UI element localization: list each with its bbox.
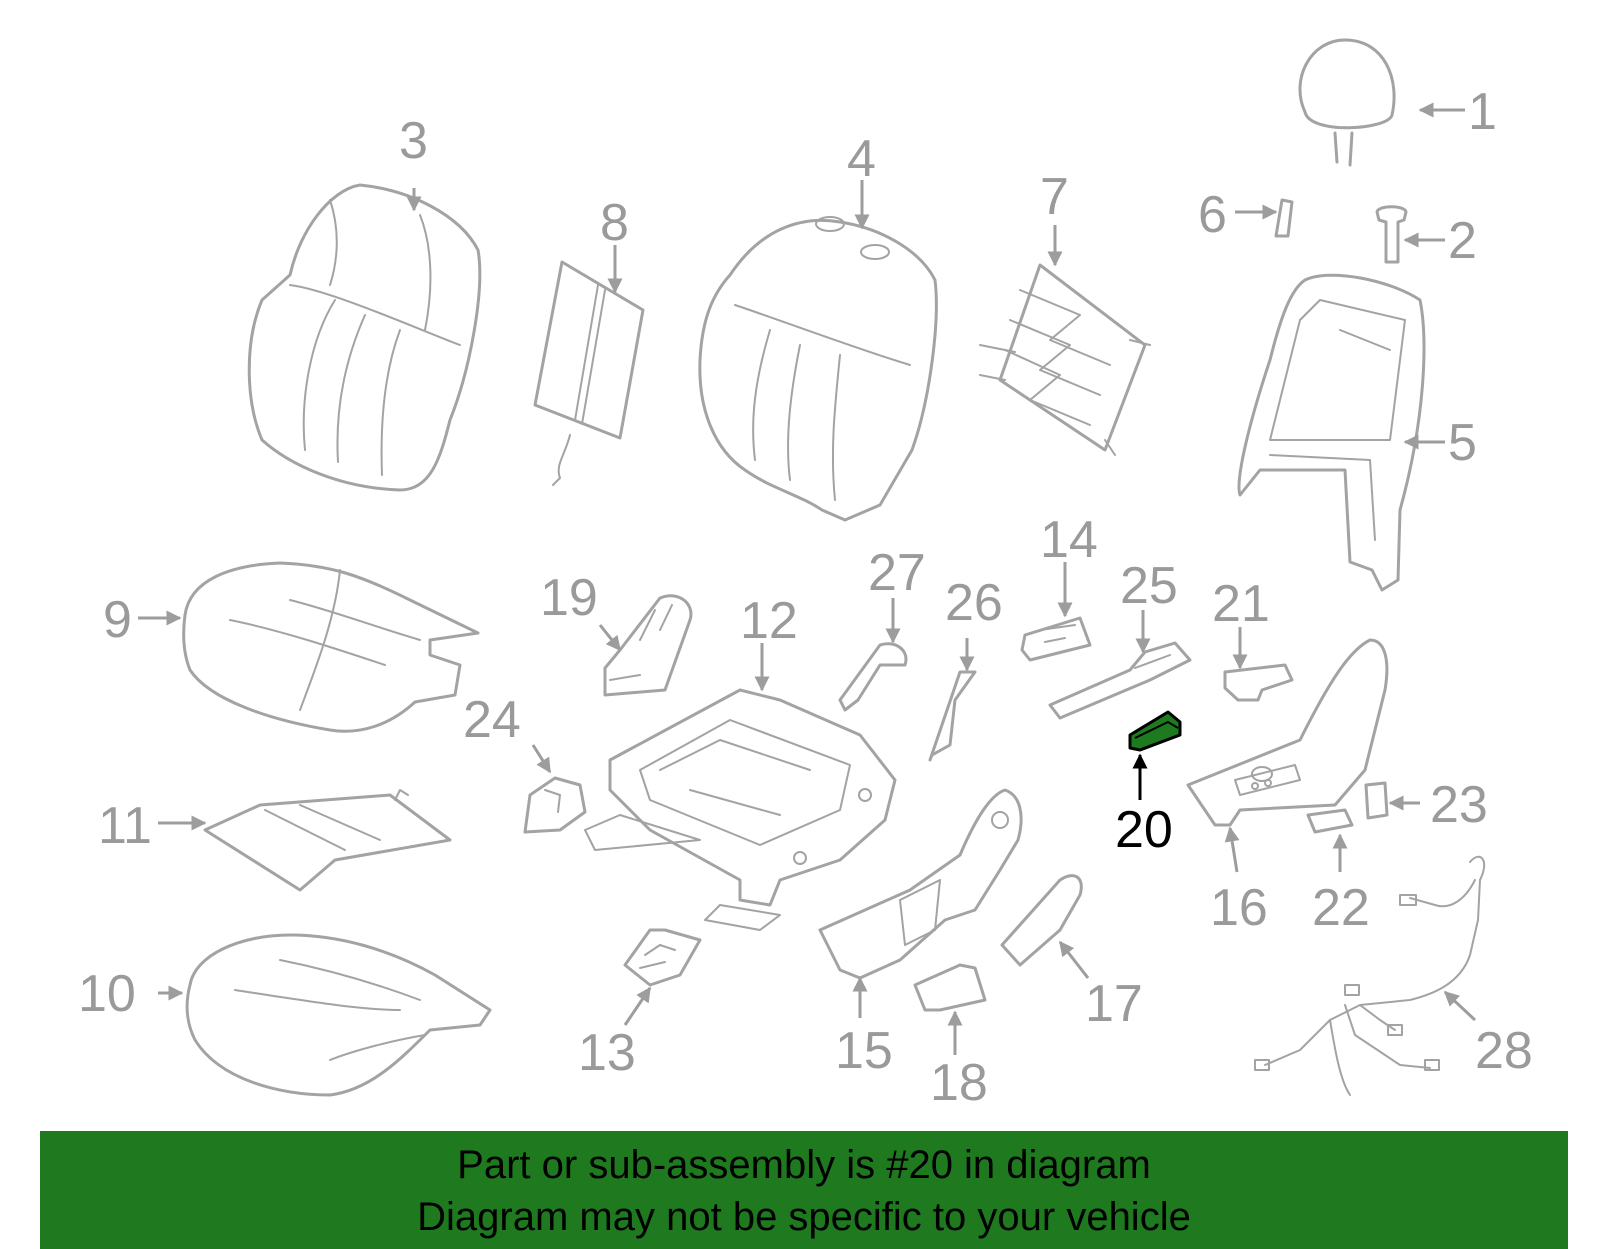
part-20-highlighted xyxy=(1128,710,1182,752)
callout-20: 20 xyxy=(1115,801,1173,859)
part-1-headrest xyxy=(1298,38,1396,167)
callout-1: 1 xyxy=(1468,83,1497,141)
callout-8: 8 xyxy=(600,194,629,252)
callout-28: 28 xyxy=(1475,1022,1533,1080)
callout-15: 15 xyxy=(835,1022,893,1080)
part-21-cover xyxy=(1223,663,1294,702)
part-7-spring-mat xyxy=(979,263,1151,456)
leader-lines xyxy=(138,102,1477,1055)
callout-numbers: 1 2 3 4 5 6 7 8 9 10 11 12 13 14 15 16 1… xyxy=(78,83,1533,1112)
callout-13: 13 xyxy=(578,1024,636,1082)
part-25-rail-cover xyxy=(1048,641,1192,720)
callout-25: 25 xyxy=(1120,557,1178,615)
callout-17: 17 xyxy=(1085,975,1143,1033)
callout-3: 3 xyxy=(399,112,428,170)
part-17-cover xyxy=(1000,874,1083,967)
part-4-seatback-pad xyxy=(698,216,938,522)
part-14-bracket xyxy=(1020,616,1092,662)
callout-27: 27 xyxy=(868,544,926,602)
part-13-clip xyxy=(623,928,702,987)
part-22-knob xyxy=(1306,808,1354,834)
callout-9: 9 xyxy=(103,591,132,649)
part-12-seat-frame xyxy=(584,688,897,931)
callout-19: 19 xyxy=(540,569,598,627)
part-2-guide xyxy=(1375,205,1408,264)
callout-26: 26 xyxy=(945,574,1003,632)
part-16-outer-shield xyxy=(1186,638,1389,827)
banner-line-2: Diagram may not be specific to your vehi… xyxy=(417,1195,1191,1239)
callout-22: 22 xyxy=(1312,879,1370,937)
callout-5: 5 xyxy=(1448,414,1477,472)
part-19-bracket xyxy=(603,594,693,697)
part-11-cushion-heater xyxy=(203,789,452,892)
callout-11: 11 xyxy=(98,797,152,855)
part-15-inner-shield xyxy=(818,788,1023,980)
callout-18: 18 xyxy=(930,1054,988,1112)
part-5-seatback-frame xyxy=(1237,273,1426,592)
part-24-switch xyxy=(523,776,587,834)
callout-4: 4 xyxy=(847,130,876,188)
callout-24: 24 xyxy=(463,691,521,749)
part-8-heater-pad xyxy=(533,260,645,486)
part-28-harness xyxy=(1254,855,1486,1096)
callout-14: 14 xyxy=(1040,511,1098,569)
info-banner: Part or sub-assembly is #20 in diagram D… xyxy=(40,1131,1568,1249)
callout-6: 6 xyxy=(1198,186,1227,244)
part-18-cap xyxy=(913,963,987,1012)
callout-12: 12 xyxy=(740,592,798,650)
banner-line-1: Part or sub-assembly is #20 in diagram xyxy=(457,1143,1151,1187)
part-27-guide xyxy=(838,642,908,712)
callout-16: 16 xyxy=(1210,879,1268,937)
part-9-cushion-cover xyxy=(182,561,480,733)
callout-7: 7 xyxy=(1040,168,1069,226)
callout-23: 23 xyxy=(1430,776,1488,834)
part-26-cover xyxy=(928,670,977,762)
part-6-lock xyxy=(1274,198,1294,238)
callout-10: 10 xyxy=(78,965,136,1023)
part-3-seatback-cover xyxy=(247,183,482,492)
part-10-cushion-pad xyxy=(185,933,492,1097)
part-23-knob xyxy=(1364,781,1389,820)
callout-21: 21 xyxy=(1212,575,1270,633)
callout-2: 2 xyxy=(1448,212,1477,270)
